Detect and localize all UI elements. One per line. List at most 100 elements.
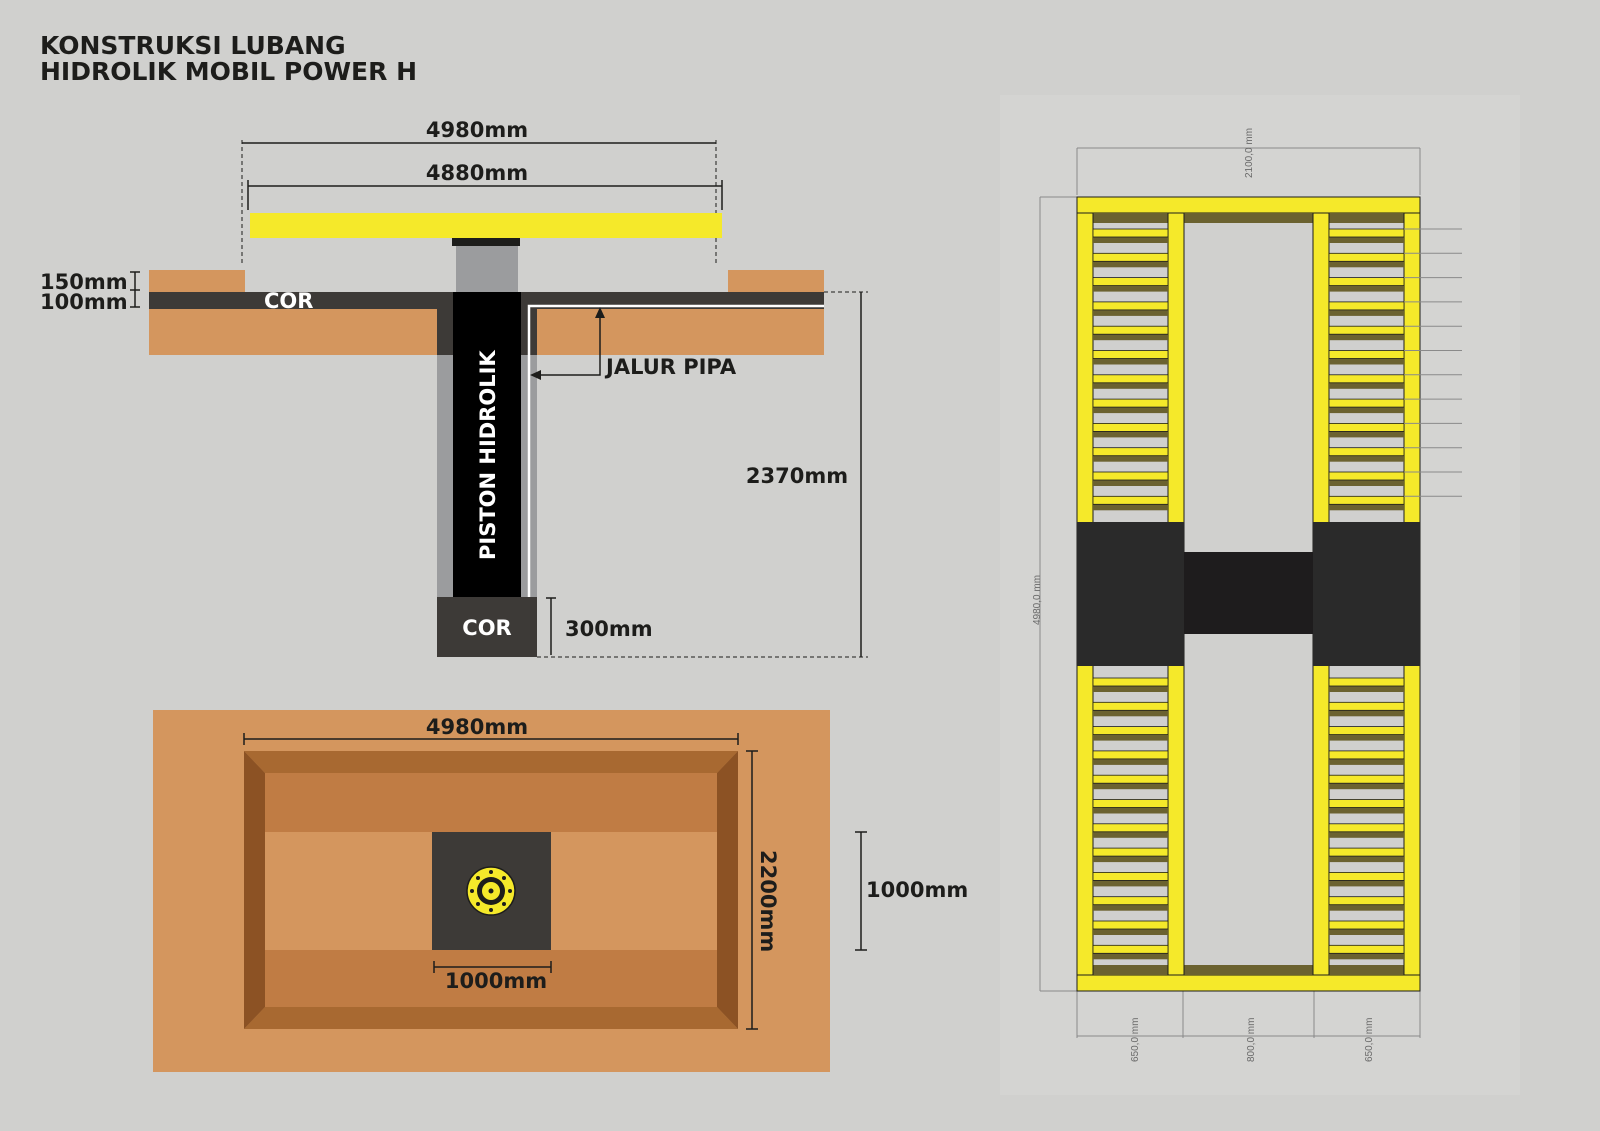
rung-shadow <box>1093 831 1168 838</box>
rung-shadow <box>1093 734 1168 741</box>
rung-shadow <box>1093 261 1168 268</box>
rung-shadow <box>1093 431 1168 438</box>
rung-shadow <box>1093 758 1168 765</box>
rung-shadow <box>1093 504 1168 511</box>
rung-shadow <box>1329 334 1404 341</box>
rung <box>1328 277 1405 287</box>
rung-shadow <box>1329 758 1404 765</box>
depth-label: 2370mm <box>746 464 848 488</box>
rung-shadow <box>1329 783 1404 790</box>
rung-shadow <box>1329 904 1404 911</box>
rung <box>1092 750 1169 760</box>
rung <box>1328 374 1405 384</box>
rung-shadow <box>1329 237 1404 243</box>
ladder-rungs <box>1092 228 1405 960</box>
rung-shadow <box>1329 710 1404 717</box>
rung <box>1328 944 1405 954</box>
rung <box>1328 325 1405 335</box>
rung-shadow <box>1093 783 1168 790</box>
rung-shadow <box>1093 358 1168 365</box>
dim-outer-label: 4980mm <box>426 118 528 142</box>
turntable-left <box>1077 522 1184 666</box>
rung-shadow <box>1093 309 1168 316</box>
rung-shadow <box>1329 480 1404 486</box>
rung-shadow <box>1093 953 1168 960</box>
bottom-right-dim: 650,0 mm <box>1364 1018 1375 1062</box>
piston-label: PISTON HIDROLIK <box>476 350 500 560</box>
soil-left <box>149 309 437 355</box>
title-line-2: HIDROLIK MOBIL POWER H <box>40 57 417 86</box>
rung-shadow <box>1093 807 1168 814</box>
rung-shadow <box>1329 953 1404 960</box>
rung-shadow <box>1329 382 1404 389</box>
piston-cap <box>452 238 520 246</box>
rung <box>1328 823 1405 833</box>
cor-bottom-label: COR <box>462 616 511 640</box>
frame-length-label: 4980,0 mm <box>1032 575 1043 625</box>
rung-shadow <box>1093 856 1168 863</box>
dim-plate-label: 4880mm <box>426 161 528 185</box>
hydraulic-pipe <box>527 304 824 597</box>
plan-length-label: 4980mm <box>426 715 528 739</box>
frame-width-label: 2100,0 mm <box>1244 128 1255 178</box>
title-line-1: KONSTRUKSI LUBANG <box>40 31 346 60</box>
rung <box>1092 325 1169 335</box>
rung-shadow <box>1329 407 1404 414</box>
rung <box>1092 252 1169 262</box>
rung-shadow <box>1093 480 1168 486</box>
rung-shadow <box>1093 686 1168 692</box>
rung-shadow <box>1093 929 1168 935</box>
rung <box>1328 774 1405 784</box>
rung-shadow <box>1093 880 1168 887</box>
rung <box>1092 422 1169 432</box>
section-view: 4980mm 4880mm COR PISTON HIDROLIK COR JA… <box>40 118 868 658</box>
rung <box>1328 872 1405 881</box>
rung-shadow <box>1093 710 1168 717</box>
rung <box>1328 677 1405 687</box>
rung-shadow <box>1329 856 1404 863</box>
cor-base <box>437 597 537 657</box>
lift-frame-top-view: 2100,0 mm 4980,0 mm 650,0 mm 800,0 mm 65… <box>1000 95 1520 1095</box>
rung-shadow <box>1329 929 1404 935</box>
soil-right <box>537 309 824 355</box>
rung <box>1328 896 1405 906</box>
rung <box>1092 495 1169 505</box>
slab-top-label: 150mm <box>40 270 128 294</box>
rung <box>1092 774 1169 784</box>
turntable-right <box>1313 522 1420 666</box>
rung-shadow <box>1329 880 1404 887</box>
bottom-mid-dim: 800,0 mm <box>1246 1018 1257 1062</box>
rung <box>1092 944 1169 954</box>
rung-shadow <box>1093 382 1168 389</box>
rung-shadow <box>1093 455 1168 462</box>
rung <box>1328 750 1405 760</box>
rung-shadow <box>1329 285 1404 292</box>
rung-shadow <box>1329 358 1404 365</box>
pad-height-label: 1000mm <box>866 878 968 902</box>
rung <box>1092 228 1169 238</box>
rung-shadow <box>1329 686 1404 692</box>
plan-width-label: 2200mm <box>756 850 780 952</box>
pad-width-label: 1000mm <box>445 969 547 993</box>
rung <box>1092 726 1169 735</box>
rung <box>1092 872 1169 881</box>
rung-shadow <box>1329 807 1404 814</box>
rung <box>1092 374 1169 384</box>
rung-shadow <box>1093 237 1168 243</box>
piston-rod <box>456 246 518 292</box>
pipe-label: JALUR PIPA <box>604 355 737 379</box>
rung <box>1328 920 1405 930</box>
rung <box>1328 495 1405 505</box>
rung <box>1328 228 1405 238</box>
slab-cor-label: 100mm <box>40 290 128 314</box>
rung-shadow <box>1329 261 1404 268</box>
rung-shadow <box>1329 734 1404 741</box>
rung <box>1092 398 1169 408</box>
pit-plan-view: 4980mm 2200mm 1000mm 1000mm <box>153 710 968 1072</box>
bottom-left-dim: 650,0 mm <box>1130 1018 1141 1062</box>
rung-shadow <box>1093 334 1168 341</box>
rung <box>1328 301 1405 311</box>
rung <box>1092 277 1169 287</box>
